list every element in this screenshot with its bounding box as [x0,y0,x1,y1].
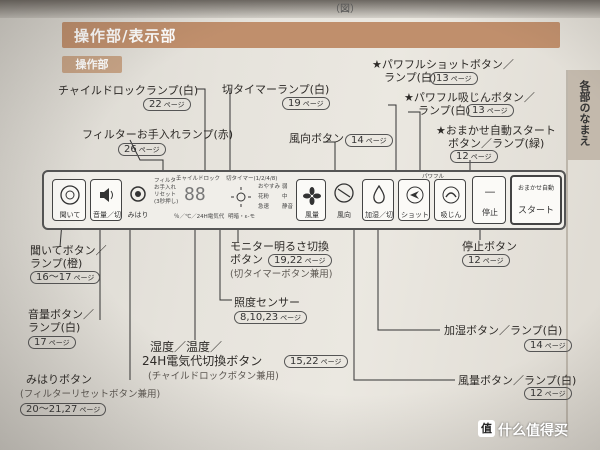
display-digits: 88 [184,184,206,205]
mode-row-1a: おやすみ [258,184,281,190]
teishi-label: 停止ボタン [462,240,517,253]
mihari-label-1: みはりボタン [26,373,92,386]
sun-icon[interactable] [230,186,252,208]
side-tab-label: 各部のなまえ [578,80,591,146]
side-divider [566,70,568,430]
omakase-start-button[interactable]: おまかせ自動 スタート [510,175,562,225]
kashitsu-button[interactable]: 加湿／切 [362,179,394,221]
suction-icon [442,186,460,204]
side-tab [568,70,600,160]
power-suction-label-2: ランプ(白) [418,104,471,117]
section-bar [62,22,560,48]
omakase-label-1: ★おまかせ自動スタート [436,124,556,137]
watermark-text: 什么值得买 [498,423,568,439]
shitsudo-label-3: (チャイルドロックボタン兼用) [148,371,279,382]
teishi-symbol: — [484,185,496,198]
kikite-label-1: 聞いてボタン／ [30,244,107,257]
mihari-button[interactable] [126,182,150,206]
omakase-small-label: おまかせ自動 [517,185,554,192]
kashitsu-label: 加湿ボタン／ランプ(白) [444,324,563,337]
fuuryo-button[interactable]: 風量 [296,179,326,221]
child-lock-small-label: チャイルドロック [176,176,220,182]
fuuryo-label: 風量ボタン／ランプ(白) [458,374,577,387]
omakase-label-2: ボタン／ランプ(緑) [448,137,545,150]
shodo-label: 照度センサー [234,296,300,309]
shot-label: ショット [401,211,429,219]
watermark-badge: 值 [478,420,495,437]
sub-tab: 操作部 [62,56,122,73]
watch-icon [130,186,146,202]
kiri-timer-label: 切タイマーランプ(白) [222,83,330,96]
onryo-label-2: ランプ(白) [28,321,81,334]
monitor-label-3: (切タイマーボタン兼用) [230,269,333,280]
louver-icon [334,183,354,203]
onryo-label: 音量／切 [93,211,121,219]
speaker-icon [100,188,113,202]
fan-icon [303,187,321,205]
control-panel: 聞いて 音量／切 みはり フィルター お手入れ リセット (3秒押し) チャイル… [42,170,566,230]
suction-label: 吸じん [440,211,462,219]
power-suction-label-1: ★パワフル吸じんボタン／ [404,91,535,104]
filter-lamp-label: フィルターお手入れランプ(赤) [82,128,234,141]
teishi-button[interactable]: — 停止 [472,176,506,224]
section-title: 操作部/表示部 [74,27,177,45]
shitsudo-small-label: ％／℃／24H電気代 [174,214,225,220]
power-small-label: パワフル [422,174,445,180]
kikite-button[interactable]: 聞いて [52,179,86,221]
mode-row-1b: 弱 [282,184,288,190]
child-lock-lamp-label: チャイルドロックランプ(白) [58,84,199,97]
water-drop-icon [373,185,385,204]
power-shot-label-1: ★パワフルショットボタン／ [372,58,514,71]
mode-row-3a: 急速 [258,204,270,210]
teishi-label: 停止 [482,208,498,217]
mode-row-2a: 花粉 [258,194,270,200]
kiri-timer-small-label: 切タイマー(1/2/4/8) [226,176,278,182]
power-shot-label-2: ランプ(白) [384,71,437,84]
monitor-label-1: モニター明るさ切換 [230,240,329,253]
power-suction-button[interactable]: 吸じん [434,179,466,221]
start-label: スタート [517,206,554,216]
mode-row-2b: 中 [282,194,288,200]
kikite-label: 聞いて [59,211,81,219]
mihari-label-2: (フィルターリセットボタン兼用) [20,389,161,400]
fuko-button[interactable] [332,181,356,205]
fuko-button-label: 風向ボタン [289,132,344,145]
shitsudo-label-2: 24H電気代切換ボタン [142,354,263,368]
monitor-label-2: ボタン [230,253,263,266]
power-shot-button[interactable]: ショット [398,179,430,221]
shot-icon [406,186,424,204]
fuko-label: 風向 [337,211,351,219]
filter-small-label: フィルター お手入れ リセット (3秒押し) [154,178,182,205]
mode-row-3b: 静音 [282,204,294,210]
page-shadow [0,0,600,18]
shitsudo-label-1: 湿度／温度／ [150,340,223,354]
onryo-label-1: 音量ボタン／ [28,308,94,321]
fuuryo-label: 風量 [305,211,319,219]
ear-icon [60,185,80,205]
brightness-label: 明暗・ε-モ [228,214,255,220]
kikite-label-2: ランプ(橙) [30,257,83,270]
top-illustration: （図） [330,4,360,14]
kashitsu-label: 加湿／切 [365,211,393,219]
mihari-label: みはり [127,211,149,219]
onryo-button[interactable]: 音量／切 [90,179,122,221]
